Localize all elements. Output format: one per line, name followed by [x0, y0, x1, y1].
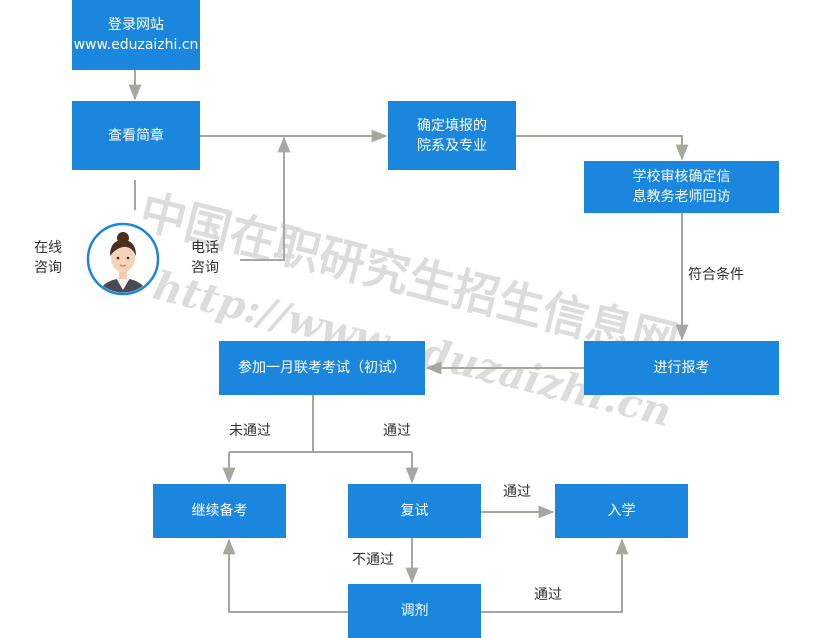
step-login-website: 登录网站 www.eduzaizhi.cn [72, 0, 200, 70]
step-view-brochure-label: 查看简章 [108, 127, 164, 144]
step-confirm-major-line1: 确定填报的 [417, 117, 487, 134]
step-school-review-line2: 息教务老师回访 [632, 189, 731, 205]
label-online-consult-line2: 咨询 [34, 260, 62, 276]
label-passed-adjustment: 通过 [534, 587, 562, 603]
arrow-major-to-review [516, 135, 689, 161]
step-adjustment-label: 调剂 [400, 603, 429, 619]
step-continue-prep: 继续备考 [153, 484, 286, 538]
step-retest-label: 复试 [400, 503, 429, 519]
step-enroll: 入学 [555, 484, 688, 538]
step-confirm-major-line2: 院系及专业 [417, 137, 487, 154]
step-january-exam: 参加一月联考考试（初试） [219, 341, 425, 395]
step-enroll-label: 入学 [607, 503, 636, 519]
step-view-brochure: 查看简章 [72, 101, 200, 170]
step-login-line2: www.eduzaizhi.cn [73, 37, 199, 53]
arrow-phone-to-major-line [240, 136, 291, 261]
step-register-label: 进行报考 [653, 360, 710, 376]
label-online-consult: 在线 咨询 [34, 238, 62, 278]
step-retest: 复试 [348, 484, 481, 538]
label-online-consult-line1: 在线 [34, 240, 62, 256]
label-phone-consult-line1: 电话 [191, 240, 219, 256]
label-phone-consult-line2: 咨询 [191, 260, 219, 276]
step-january-exam-label: 参加一月联考考试（初试） [238, 360, 406, 376]
step-login-line1: 登录网站 [108, 17, 164, 33]
step-register: 进行报考 [584, 341, 779, 395]
label-passed-retest: 通过 [503, 484, 531, 500]
step-school-review-line1: 学校审核确定信 [632, 169, 731, 185]
branch-exam-results [229, 395, 412, 453]
step-adjustment: 调剂 [348, 584, 481, 638]
arrow-adjustment-to-enroll [481, 538, 629, 613]
label-phone-consult: 电话 咨询 [191, 238, 219, 278]
label-qualified: 符合条件 [688, 267, 744, 283]
step-confirm-major: 确定填报的 院系及专业 [388, 101, 516, 170]
step-continue-prep-label: 继续备考 [191, 503, 248, 519]
label-passed-exam: 通过 [383, 423, 411, 439]
consultant-avatar-icon [86, 222, 160, 296]
step-school-review: 学校审核确定信 息教务老师回访 [584, 161, 779, 213]
label-not-passed-retest: 不通过 [352, 552, 394, 568]
label-not-passed-exam: 未通过 [229, 423, 271, 439]
arrow-adjustment-to-continue-prep [222, 538, 348, 613]
